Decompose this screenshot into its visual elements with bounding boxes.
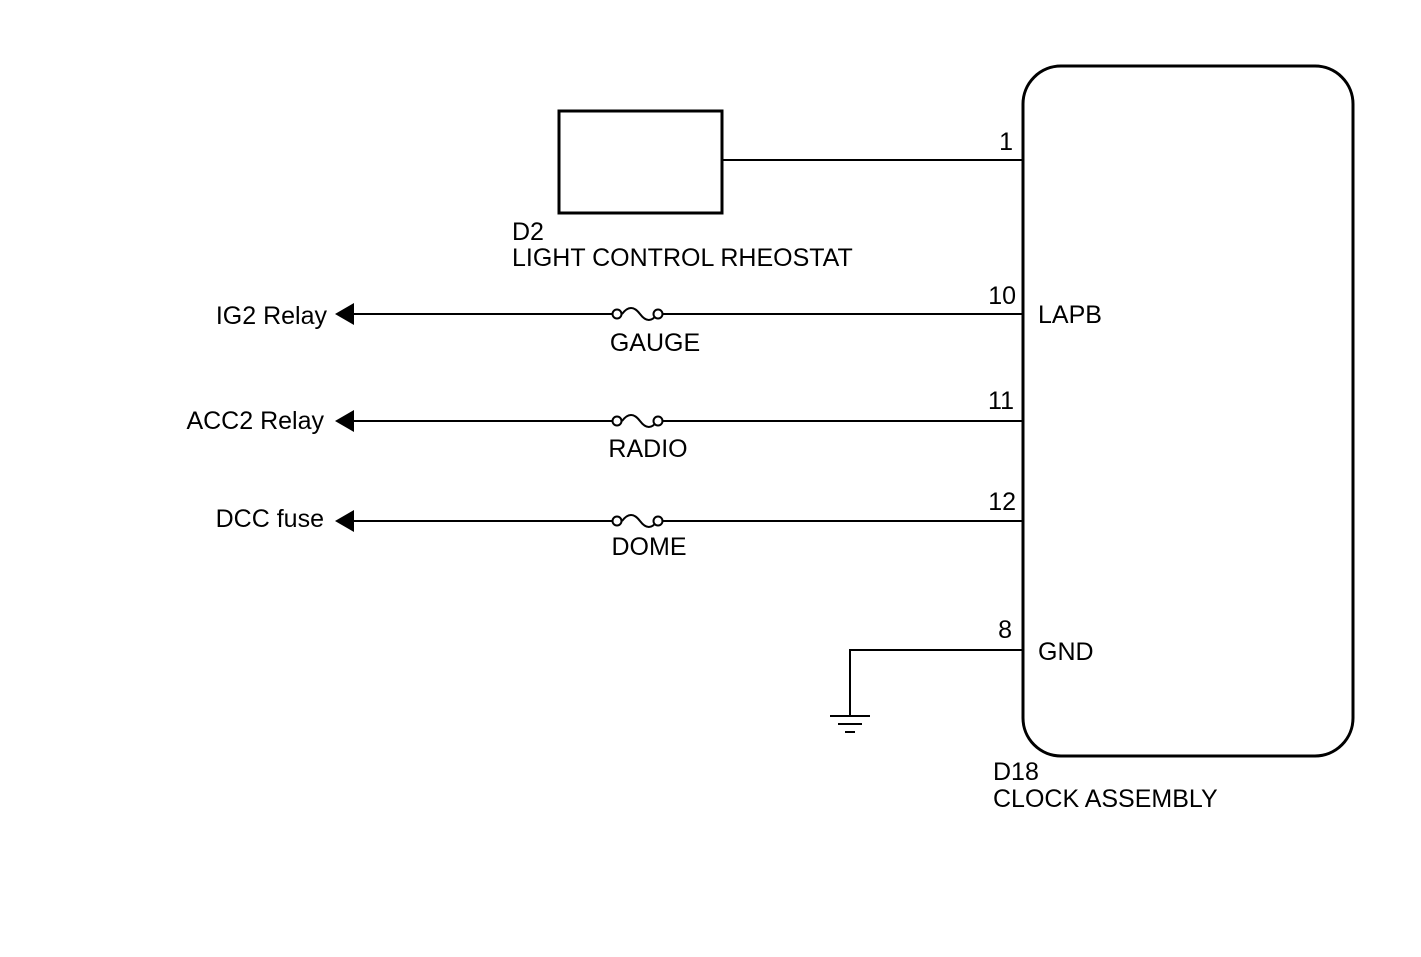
fuse-gauge-terminal-left xyxy=(611,308,623,320)
pin-number-8: 8 xyxy=(998,616,1012,644)
fuse-dome-element xyxy=(621,514,658,528)
wire-pin-8-ground xyxy=(849,649,1023,715)
fuse-radio-terminal-left xyxy=(611,415,623,427)
pin-label-lapb: LAPB xyxy=(1038,301,1102,329)
ground-icon xyxy=(830,715,870,733)
arrow-dcc-fuse xyxy=(335,510,354,532)
pin-number-12: 12 xyxy=(988,488,1016,516)
pin-number-11: 11 xyxy=(988,387,1014,415)
fuse-radio-element xyxy=(621,414,658,428)
fuse-label-dome: DOME xyxy=(612,533,687,561)
rheostat-name: LIGHT CONTROL RHEOSTAT xyxy=(512,244,853,272)
arrow-ig2-relay xyxy=(335,303,354,325)
fuse-radio-terminal-right xyxy=(652,415,664,427)
fuse-dome-terminal-left xyxy=(611,515,623,527)
fuse-label-gauge: GAUGE xyxy=(610,329,700,357)
clock-assembly-box xyxy=(1021,64,1355,758)
fuse-label-radio: RADIO xyxy=(608,435,687,463)
clock-name: CLOCK ASSEMBLY xyxy=(993,785,1218,813)
destination-label-acc2-relay: ACC2 Relay xyxy=(186,407,324,435)
arrow-acc2-relay xyxy=(335,410,354,432)
clock-code: D18 xyxy=(993,758,1039,786)
pin-label-gnd: GND xyxy=(1038,638,1094,666)
fuse-dome-terminal-right xyxy=(652,515,664,527)
rheostat-box xyxy=(557,109,724,215)
fuse-gauge-element xyxy=(621,307,658,321)
rheostat-code: D2 xyxy=(512,218,544,246)
destination-label-dcc-fuse: DCC fuse xyxy=(216,505,324,533)
pin-number-10: 10 xyxy=(988,282,1016,310)
pin-number-1: 1 xyxy=(999,128,1013,156)
fuse-gauge-terminal-right xyxy=(652,308,664,320)
destination-label-ig2-relay: IG2 Relay xyxy=(216,302,328,330)
